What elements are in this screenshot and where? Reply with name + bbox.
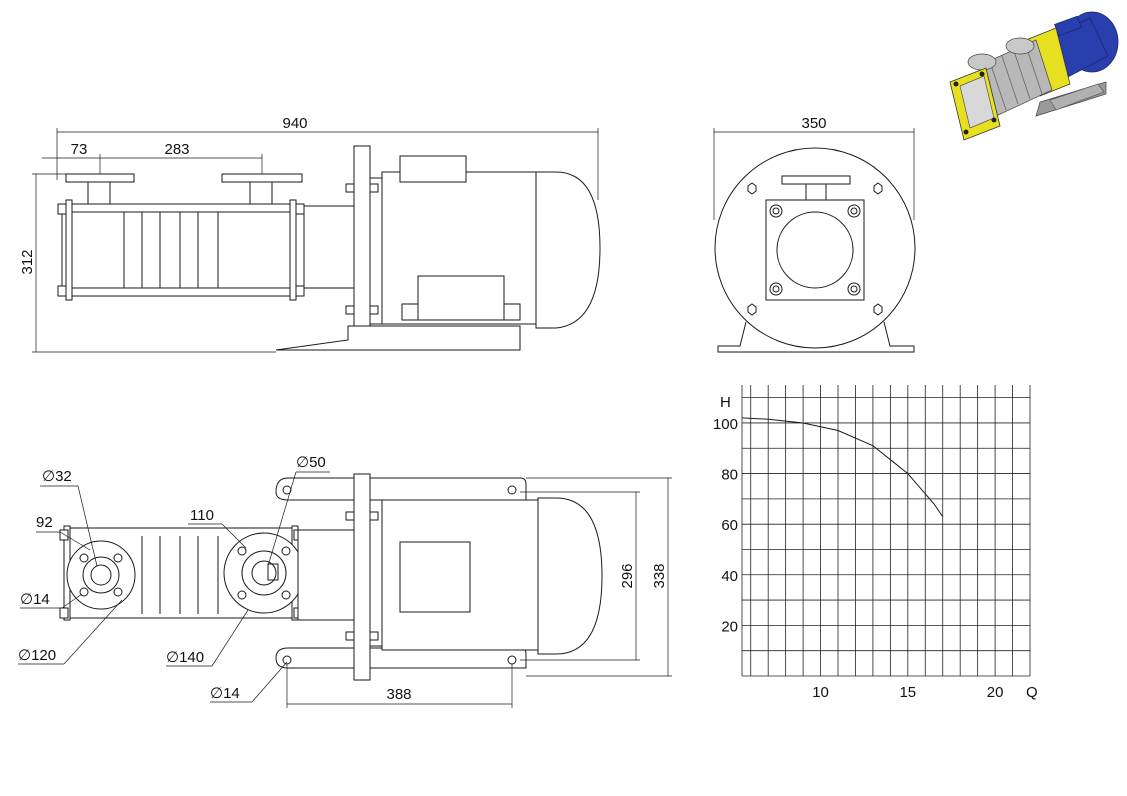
x-tick-label: 10 — [812, 684, 829, 701]
chart-grid — [741, 385, 1031, 677]
y-tick-label: 40 — [721, 568, 738, 585]
dim-flange-large: ∅140 — [166, 649, 204, 666]
dim-foot-inner: 296 — [619, 563, 636, 588]
dim-outlet-dia: ∅50 — [296, 454, 326, 471]
dim-hole-small: ∅14 — [20, 591, 50, 608]
chart-ticks: 10 15 20 20 40 60 80 100 — [713, 416, 1003, 701]
dim-width: 350 — [801, 115, 826, 132]
y-tick-label: 60 — [721, 517, 738, 534]
y-axis-label: H — [720, 394, 731, 411]
x-axis-label: Q — [1026, 684, 1038, 701]
dim-flange-offset: 73 — [71, 141, 88, 158]
side-view: 940 73 283 312 — [19, 115, 601, 353]
dim-pcd-large: 110 — [190, 507, 214, 524]
dim-foot-hole: ∅14 — [210, 685, 240, 702]
dim-height: 312 — [19, 249, 36, 274]
dim-foot-spacing: 388 — [386, 686, 411, 703]
dim-foot-outer: 338 — [651, 563, 668, 588]
x-tick-label: 20 — [987, 684, 1004, 701]
dim-pcd-small: 92 — [36, 514, 53, 531]
dim-overall-length: 940 — [282, 115, 307, 132]
x-tick-label: 15 — [899, 684, 916, 701]
performance-curve — [741, 417, 944, 517]
y-tick-label: 100 — [713, 416, 738, 433]
y-tick-label: 80 — [721, 467, 738, 484]
top-view: 296 338 388 ∅32 92 ∅14 ∅120 110 ∅50 ∅140… — [18, 454, 672, 708]
end-view: 350 — [713, 115, 916, 353]
dim-flange-spacing: 283 — [164, 141, 189, 158]
dim-flange-small: ∅120 — [18, 647, 56, 664]
dim-inlet-dia: ∅32 — [42, 468, 72, 485]
performance-chart: 10 15 20 20 40 60 80 100 H Q — [713, 385, 1038, 701]
y-tick-label: 20 — [721, 618, 738, 635]
pump-3d-render — [949, 11, 1119, 141]
